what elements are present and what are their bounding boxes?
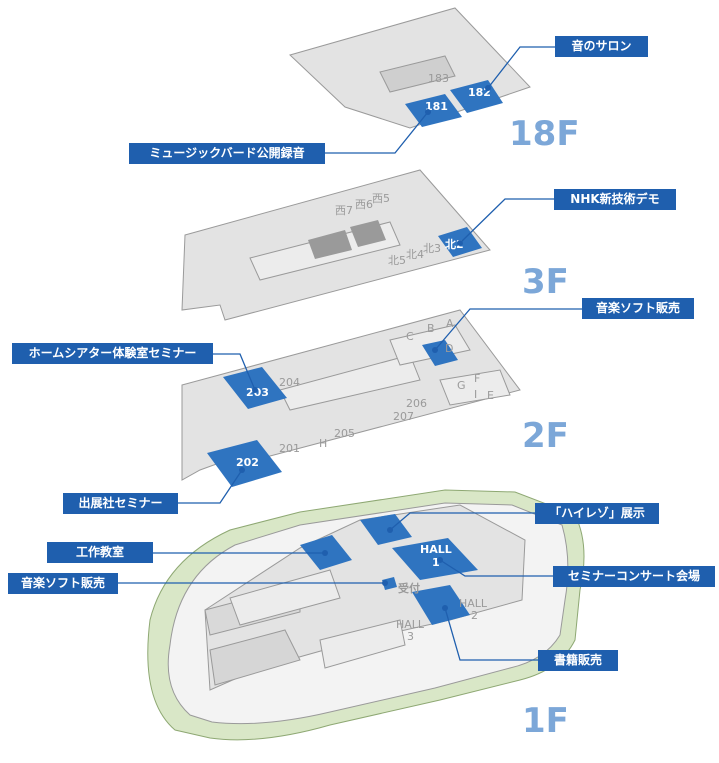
room-label-reception: 受付 <box>398 581 420 595</box>
floor-label-2f: 2F <box>522 416 569 456</box>
room-label-i: I <box>474 388 477 401</box>
floor-3f-blocks <box>308 220 386 259</box>
room-label-west-6: 西6 <box>355 198 373 211</box>
room-label-181: 181 <box>425 100 448 113</box>
room-label-north-5: 北5 <box>388 254 406 267</box>
callout-hometheater[interactable]: ホームシアター体験室セミナー <box>12 343 213 364</box>
callout-hires[interactable]: 「ハイレゾ」展示 <box>535 503 659 524</box>
room-label-h: H <box>319 437 327 450</box>
room-label-north-3: 北3 <box>423 242 441 255</box>
room-label-201: 201 <box>279 442 300 455</box>
callout-salon[interactable]: 音のサロン <box>555 36 648 57</box>
floor-label-18f: 18F <box>509 114 580 154</box>
room-label-hall1-a: HALL <box>420 543 452 556</box>
callout-workshop[interactable]: 工作教室 <box>47 542 153 563</box>
room-181[interactable] <box>405 94 462 127</box>
room-label-north-4: 北4 <box>406 248 424 261</box>
room-label-d: D <box>445 342 453 355</box>
callout-seminar-concert[interactable]: セミナーコンサート会場 <box>553 566 715 587</box>
leader-dots <box>239 85 491 611</box>
room-label-182: 182 <box>468 86 491 99</box>
room-label-hall3-a: HALL <box>396 618 425 631</box>
callout-nhk[interactable]: NHK新技術デモ <box>554 189 676 210</box>
callout-books[interactable]: 書籍販売 <box>538 650 618 671</box>
room-label-west-5: 西5 <box>372 192 390 205</box>
room-label-b: B <box>427 322 435 335</box>
room-d[interactable] <box>422 340 458 366</box>
floor-label-3f: 3F <box>522 262 569 302</box>
room-label-206: 206 <box>406 397 427 410</box>
room-label-c: C <box>406 330 414 343</box>
floor-label-1f: 1F <box>522 701 569 741</box>
room-hall-1[interactable] <box>392 538 478 580</box>
callout-soft-2f[interactable]: 音楽ソフト販売 <box>582 298 694 319</box>
callout-musicbird[interactable]: ミュージックバード公開録音 <box>129 143 325 164</box>
room-label-a: A <box>446 317 454 330</box>
room-label-g: G <box>457 379 466 392</box>
room-label-202: 202 <box>236 456 259 469</box>
room-label-183: 183 <box>428 72 449 85</box>
room-label-f: F <box>474 372 480 385</box>
callout-publisher[interactable]: 出展社セミナー <box>63 493 178 514</box>
leader-lines <box>118 46 582 661</box>
room-label-hall2-a: HALL <box>459 597 488 610</box>
room-label-west-7: 西7 <box>335 204 353 217</box>
room-label-hall3-b: 3 <box>407 630 414 643</box>
room-label-207: 207 <box>393 410 414 423</box>
room-label-203: 203 <box>246 386 269 399</box>
room-label-e: E <box>487 389 494 402</box>
room-label-205: 205 <box>334 427 355 440</box>
callout-soft-1f[interactable]: 音楽ソフト販売 <box>8 573 118 594</box>
room-202[interactable] <box>207 440 282 487</box>
room-books[interactable] <box>412 585 470 625</box>
room-label-hall2-b: 2 <box>471 609 478 622</box>
room-label-hall1-b: 1 <box>432 556 440 569</box>
room-label-204: 204 <box>279 376 300 389</box>
